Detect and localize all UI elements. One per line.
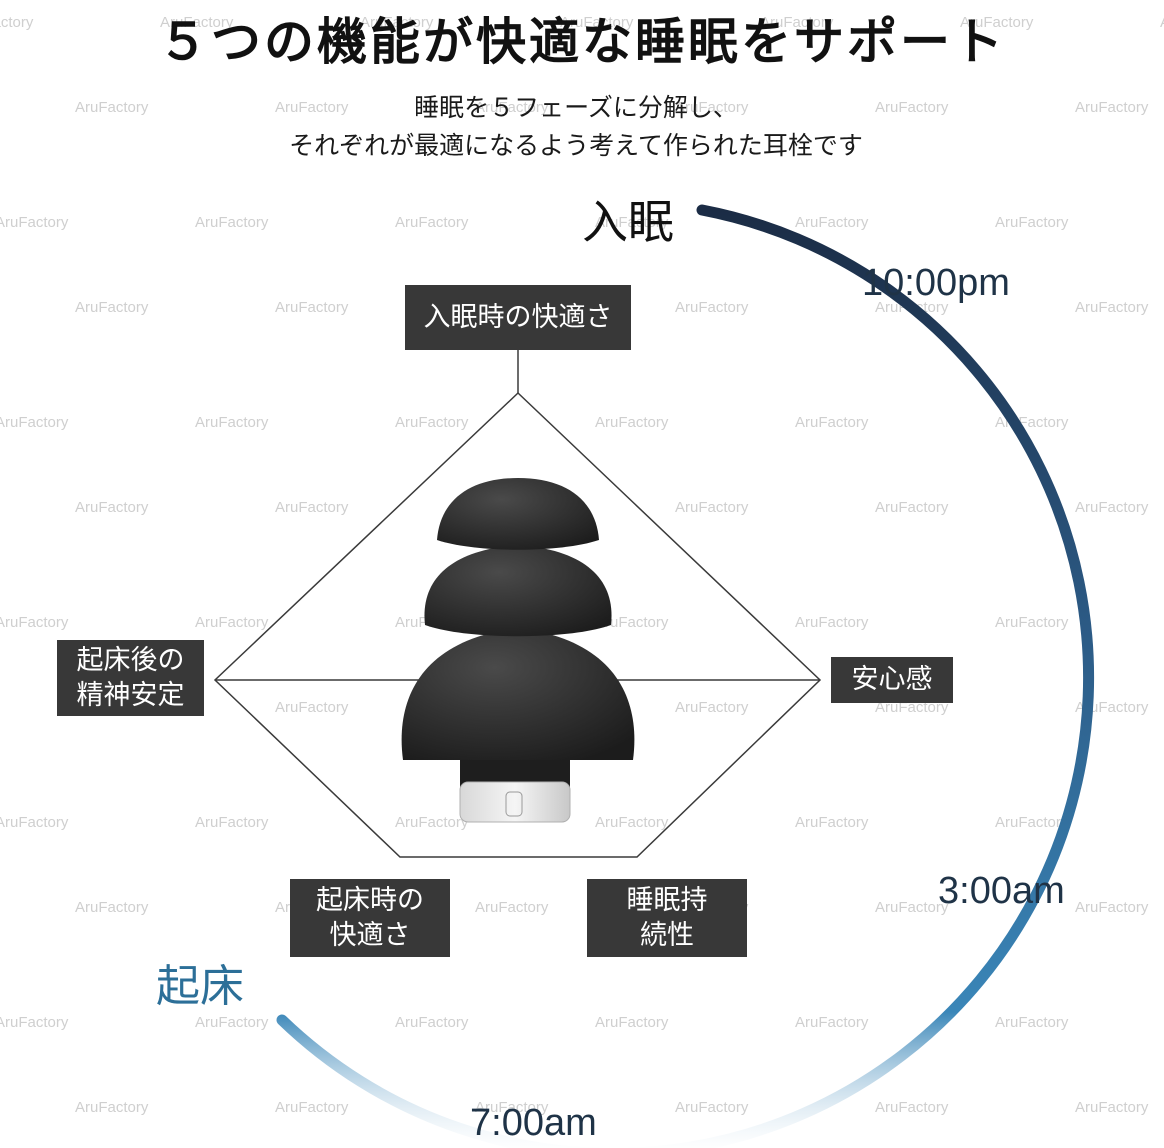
watermark-text: AruFactory <box>760 14 834 31</box>
watermark-text: AruFactory <box>1160 14 1164 31</box>
watermark-text: AruFactory <box>595 814 669 831</box>
watermark-text: AruFactory <box>595 414 669 431</box>
watermark-text: AruFactory <box>475 1099 549 1116</box>
watermark-text: AruFactory <box>360 14 434 31</box>
watermark-text: AruFactory <box>275 299 349 316</box>
watermark-text: AruFactory <box>595 1014 669 1031</box>
watermark-text: AruFactory <box>875 1099 949 1116</box>
watermark-text: AruFactory <box>475 99 549 116</box>
watermark-text: AruFactory <box>560 14 634 31</box>
watermark-text: AruFactory <box>995 1014 1069 1031</box>
watermark-text: AruFactory <box>875 699 949 716</box>
time-label-7am: 7:00am <box>470 1102 597 1144</box>
watermark-text: AruFactory <box>0 614 69 631</box>
watermark-text: AruFactory <box>195 214 269 231</box>
watermark-text: AruFactory <box>960 14 1034 31</box>
watermark-text: AruFactory <box>995 214 1069 231</box>
watermark-text: AruFactory <box>1075 699 1149 716</box>
watermark-text: AruFactory <box>75 899 149 916</box>
watermark-text: AruFactory <box>1075 1099 1149 1116</box>
subtitle-line-1: 睡眠を５フェーズに分解し、 <box>414 93 738 122</box>
function-label-sleep-continuity: 睡眠持 続性 <box>587 879 747 957</box>
watermark-text: AruFactory <box>795 1014 869 1031</box>
watermark-text: AruFactory <box>160 14 234 31</box>
watermark-text: AruFactory <box>1075 299 1149 316</box>
watermark-text: AruFactory <box>0 14 34 31</box>
watermark-text: AruFactory <box>795 614 869 631</box>
watermark-text: AruFactory <box>195 1014 269 1031</box>
watermark-text: AruFactory <box>875 499 949 516</box>
sleep-cycle-arc <box>276 204 1095 1148</box>
watermark-text: AruFactory <box>995 814 1069 831</box>
watermark-text: AruFactory <box>675 299 749 316</box>
watermark-text: AruFactory <box>1075 499 1149 516</box>
watermark-text: AruFactory <box>0 814 69 831</box>
watermark-text: AruFactory <box>275 1099 349 1116</box>
watermark-text: AruFactory <box>995 614 1069 631</box>
watermark-text: AruFactory <box>795 214 869 231</box>
time-label-10pm: 10:00pm <box>862 262 1010 304</box>
watermark-text: AruFactory <box>795 814 869 831</box>
watermark-text: AruFactory <box>475 899 549 916</box>
watermark-text: AruFactory <box>675 99 749 116</box>
watermark-text: AruFactory <box>195 614 269 631</box>
watermark-text: AruFactory <box>195 414 269 431</box>
function-label-wake-comfort: 起床時の 快適さ <box>290 879 450 957</box>
watermark-text: AruFactory <box>395 814 469 831</box>
phase-wake-up: 起床 <box>156 961 244 1012</box>
phase-sleep-onset: 入眠 <box>582 195 674 249</box>
watermark-text: AruFactory <box>395 414 469 431</box>
watermark-text: AruFactory <box>275 99 349 116</box>
watermark-text: AruFactory <box>395 1014 469 1031</box>
watermark-text: AruFactory <box>75 299 149 316</box>
function-label-reassurance: 安心感 <box>831 657 953 703</box>
watermark-text: AruFactory <box>875 899 949 916</box>
watermark-text: AruFactory <box>875 99 949 116</box>
watermark-text: AruFactory <box>195 814 269 831</box>
watermark-text: AruFactory <box>1075 99 1149 116</box>
watermark-text: AruFactory <box>1075 899 1149 916</box>
watermark-text: AruFactory <box>395 214 469 231</box>
time-label-3am: 3:00am <box>938 870 1065 912</box>
watermark-text: AruFactory <box>595 214 669 231</box>
watermark-text: AruFactory <box>795 414 869 431</box>
watermark-text: AruFactory <box>675 699 749 716</box>
watermark-text: AruFactory <box>675 499 749 516</box>
watermark-text: AruFactory <box>0 414 69 431</box>
earplug-image <box>401 478 635 823</box>
watermark-text: AruFactory <box>0 1014 69 1031</box>
watermark-text: AruFactory <box>595 614 669 631</box>
watermark-text: AruFactory <box>75 99 149 116</box>
watermark-text: AruFactory <box>275 499 349 516</box>
watermark-text: AruFactory <box>75 499 149 516</box>
subtitle-line-2: それぞれが最適になるよう考えて作られた耳栓です <box>289 131 863 160</box>
watermark-text: AruFactory <box>0 214 69 231</box>
watermark-text: AruFactory <box>275 699 349 716</box>
watermark-text: AruFactory <box>75 1099 149 1116</box>
page-title: ５つの機能が快適な睡眠をサポート <box>158 13 1006 71</box>
function-label-onset-comfort: 入眠時の快適さ <box>405 285 631 350</box>
function-label-post-wake-calm: 起床後の 精神安定 <box>57 640 204 716</box>
watermark-text: AruFactory <box>675 1099 749 1116</box>
